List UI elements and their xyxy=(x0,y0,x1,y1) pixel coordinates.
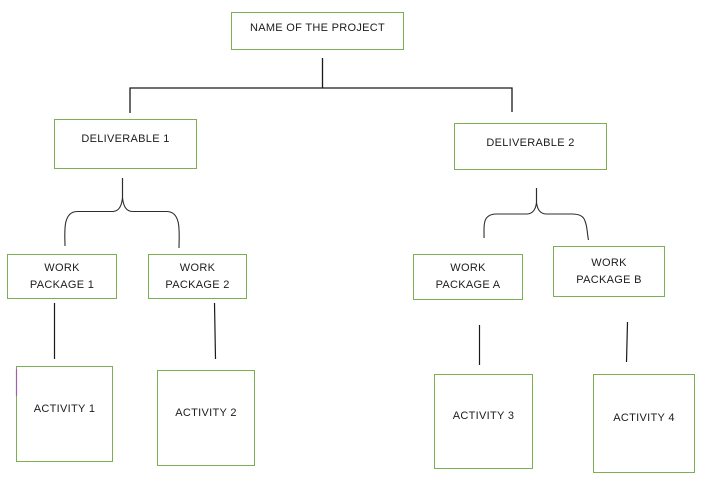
connector-wp2-to-activity2 xyxy=(213,302,217,360)
brace-deliverable-2 xyxy=(483,201,590,241)
node-activity-3[interactable]: ACTIVITY 3 xyxy=(434,374,533,469)
node-work-package-b-line2: PACKAGE B xyxy=(576,273,642,286)
node-work-package-1-line1: WORK xyxy=(44,261,80,274)
node-activity-4-label: ACTIVITY 4 xyxy=(613,412,675,424)
node-deliverable-2-label: DELIVERABLE 2 xyxy=(486,137,575,149)
node-activity-1-label: ACTIVITY 1 xyxy=(33,402,96,415)
node-activity-1[interactable]: ACTIVITY 1 xyxy=(16,366,113,462)
node-activity-2[interactable]: ACTIVITY 2 xyxy=(157,370,255,466)
node-work-package-a[interactable]: WORK PACKAGE A xyxy=(413,254,523,300)
node-work-package-2[interactable]: WORK PACKAGE 2 xyxy=(148,254,247,299)
node-project[interactable]: NAME OF THE PROJECT xyxy=(231,12,404,50)
node-deliverable-1[interactable]: DELIVERABLE 1 xyxy=(54,119,197,169)
node-work-package-2-line1: WORK xyxy=(179,261,216,274)
node-work-package-b[interactable]: WORK PACKAGE B xyxy=(553,246,665,297)
node-work-package-1-line2: PACKAGE 1 xyxy=(29,278,95,291)
node-activity-4[interactable]: ACTIVITY 4 xyxy=(593,374,695,473)
node-activity-2-label: ACTIVITY 2 xyxy=(175,406,237,419)
node-work-package-2-line2: PACKAGE 2 xyxy=(165,278,230,291)
node-project-label: NAME OF THE PROJECT xyxy=(249,22,386,34)
node-work-package-b-line1: WORK xyxy=(591,256,627,269)
connector-wpb-to-activity4 xyxy=(625,321,629,363)
node-work-package-a-line2: PACKAGE A xyxy=(435,279,501,291)
node-deliverable-1-label: DELIVERABLE 1 xyxy=(81,133,170,145)
node-activity-3-label: ACTIVITY 3 xyxy=(452,410,515,422)
node-work-package-a-line1: WORK xyxy=(450,262,486,274)
node-work-package-1[interactable]: WORK PACKAGE 1 xyxy=(7,254,117,299)
brace-deliverable-1 xyxy=(64,196,180,249)
node-deliverable-2[interactable]: DELIVERABLE 2 xyxy=(454,123,607,170)
connector-project-to-deliverables xyxy=(129,58,513,113)
